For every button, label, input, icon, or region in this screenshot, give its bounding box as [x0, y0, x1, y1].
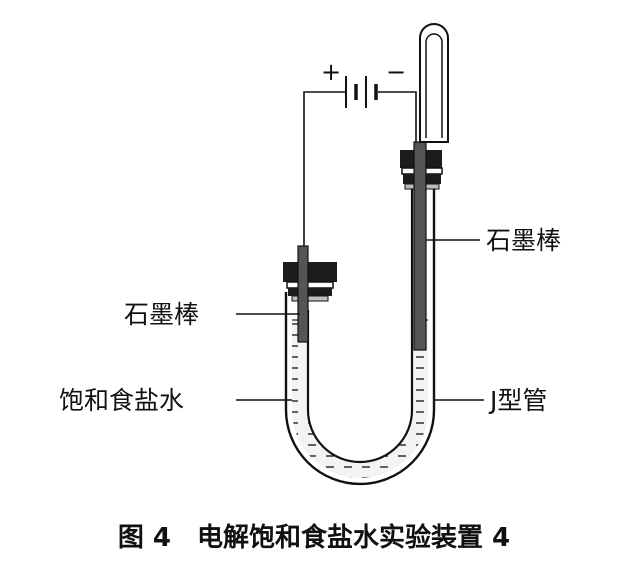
- label-salt-water: 饱和食盐水: [59, 386, 184, 415]
- battery: [345, 76, 378, 108]
- j-tube: [284, 180, 436, 486]
- figure-caption: 图 4 电解饱和食盐水实验装置 4: [118, 522, 510, 553]
- test-tube: [419, 23, 449, 143]
- label-left-graphite-rod: 石墨棒: [124, 300, 199, 329]
- label-leaders: [236, 239, 484, 401]
- left-stopper: [283, 262, 337, 302]
- battery-minus-sign: −: [386, 58, 406, 86]
- circuit-wire: [303, 91, 417, 246]
- right-graphite-rod: [413, 141, 427, 351]
- left-graphite-rod: [297, 245, 309, 343]
- battery-plus-sign: +: [321, 58, 341, 86]
- label-right-graphite-rod: 石墨棒: [486, 226, 561, 255]
- label-j-tube: J型管: [488, 386, 547, 415]
